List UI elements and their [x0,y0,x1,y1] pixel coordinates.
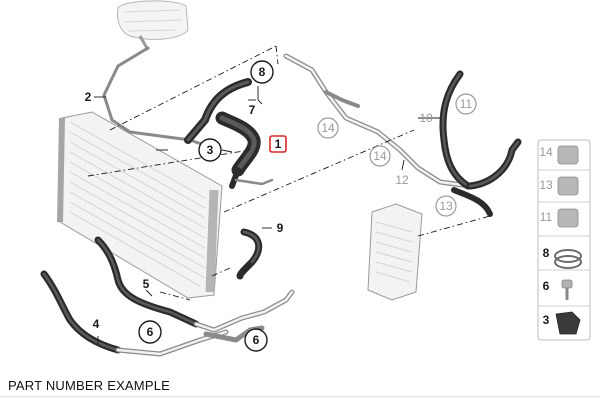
expansion-tank [117,0,189,51]
side-part-14[interactable]: 14 [538,145,590,171]
side-part-11[interactable]: 11 [538,208,590,237]
callout-7[interactable]: 7 [249,103,256,117]
hose-1 [215,111,261,189]
svg-text:6: 6 [253,333,260,347]
coolant-pipe-6 [193,289,295,343]
hose-3 [184,78,274,186]
side-part-3[interactable]: 3 [543,311,581,335]
callout-9[interactable]: 9 [277,221,284,235]
svg-text:14: 14 [373,149,387,163]
auxiliary-radiator [367,203,423,301]
svg-text:11: 11 [460,97,473,111]
callout-11[interactable]: 11 [455,93,477,115]
callout-1[interactable]: 1 [269,135,287,153]
callout-6-left[interactable]: 6 [138,320,162,344]
svg-text:3: 3 [543,313,550,327]
assembly-lines [87,45,491,301]
svg-text:6: 6 [543,279,550,293]
callout-12[interactable]: 12 [395,173,409,187]
svg-text:14: 14 [539,145,553,159]
side-part-8[interactable]: 8 [538,246,590,271]
callout-10[interactable]: 10 [419,111,433,125]
svg-text:1: 1 [275,137,282,151]
leader-lines [94,86,440,344]
callout-5[interactable]: 5 [143,277,150,291]
svg-text:3: 3 [207,143,214,157]
upper-coolant-pipe [283,53,473,189]
part-number-example-label: PART NUMBER EXAMPLE [8,378,171,393]
hose-5 [94,236,200,328]
svg-text:8: 8 [259,65,266,79]
svg-text:8: 8 [543,246,550,260]
callout-14-upper[interactable]: 14 [317,117,339,139]
svg-text:11: 11 [540,210,553,224]
callout-3[interactable]: 3 [198,138,222,162]
callout-8[interactable]: 8 [250,60,274,84]
callout-14-lower[interactable]: 14 [369,145,391,167]
callout-13[interactable]: 13 [435,195,457,217]
svg-text:13: 13 [539,178,553,192]
callout-2[interactable]: 2 [85,90,92,104]
radiator [57,111,223,299]
divider [0,396,600,397]
side-part-6[interactable]: 6 [538,279,590,307]
hose-11 [439,70,522,217]
callout-4[interactable]: 4 [93,317,100,331]
side-part-13[interactable]: 13 [538,176,590,203]
callout-6-right[interactable]: 6 [244,328,268,352]
svg-text:13: 13 [439,199,453,213]
svg-text:14: 14 [321,121,335,135]
side-parts-panel: 14 13 11 8 6 3 [537,139,591,341]
svg-text:6: 6 [147,325,154,339]
hose-9 [236,228,263,280]
